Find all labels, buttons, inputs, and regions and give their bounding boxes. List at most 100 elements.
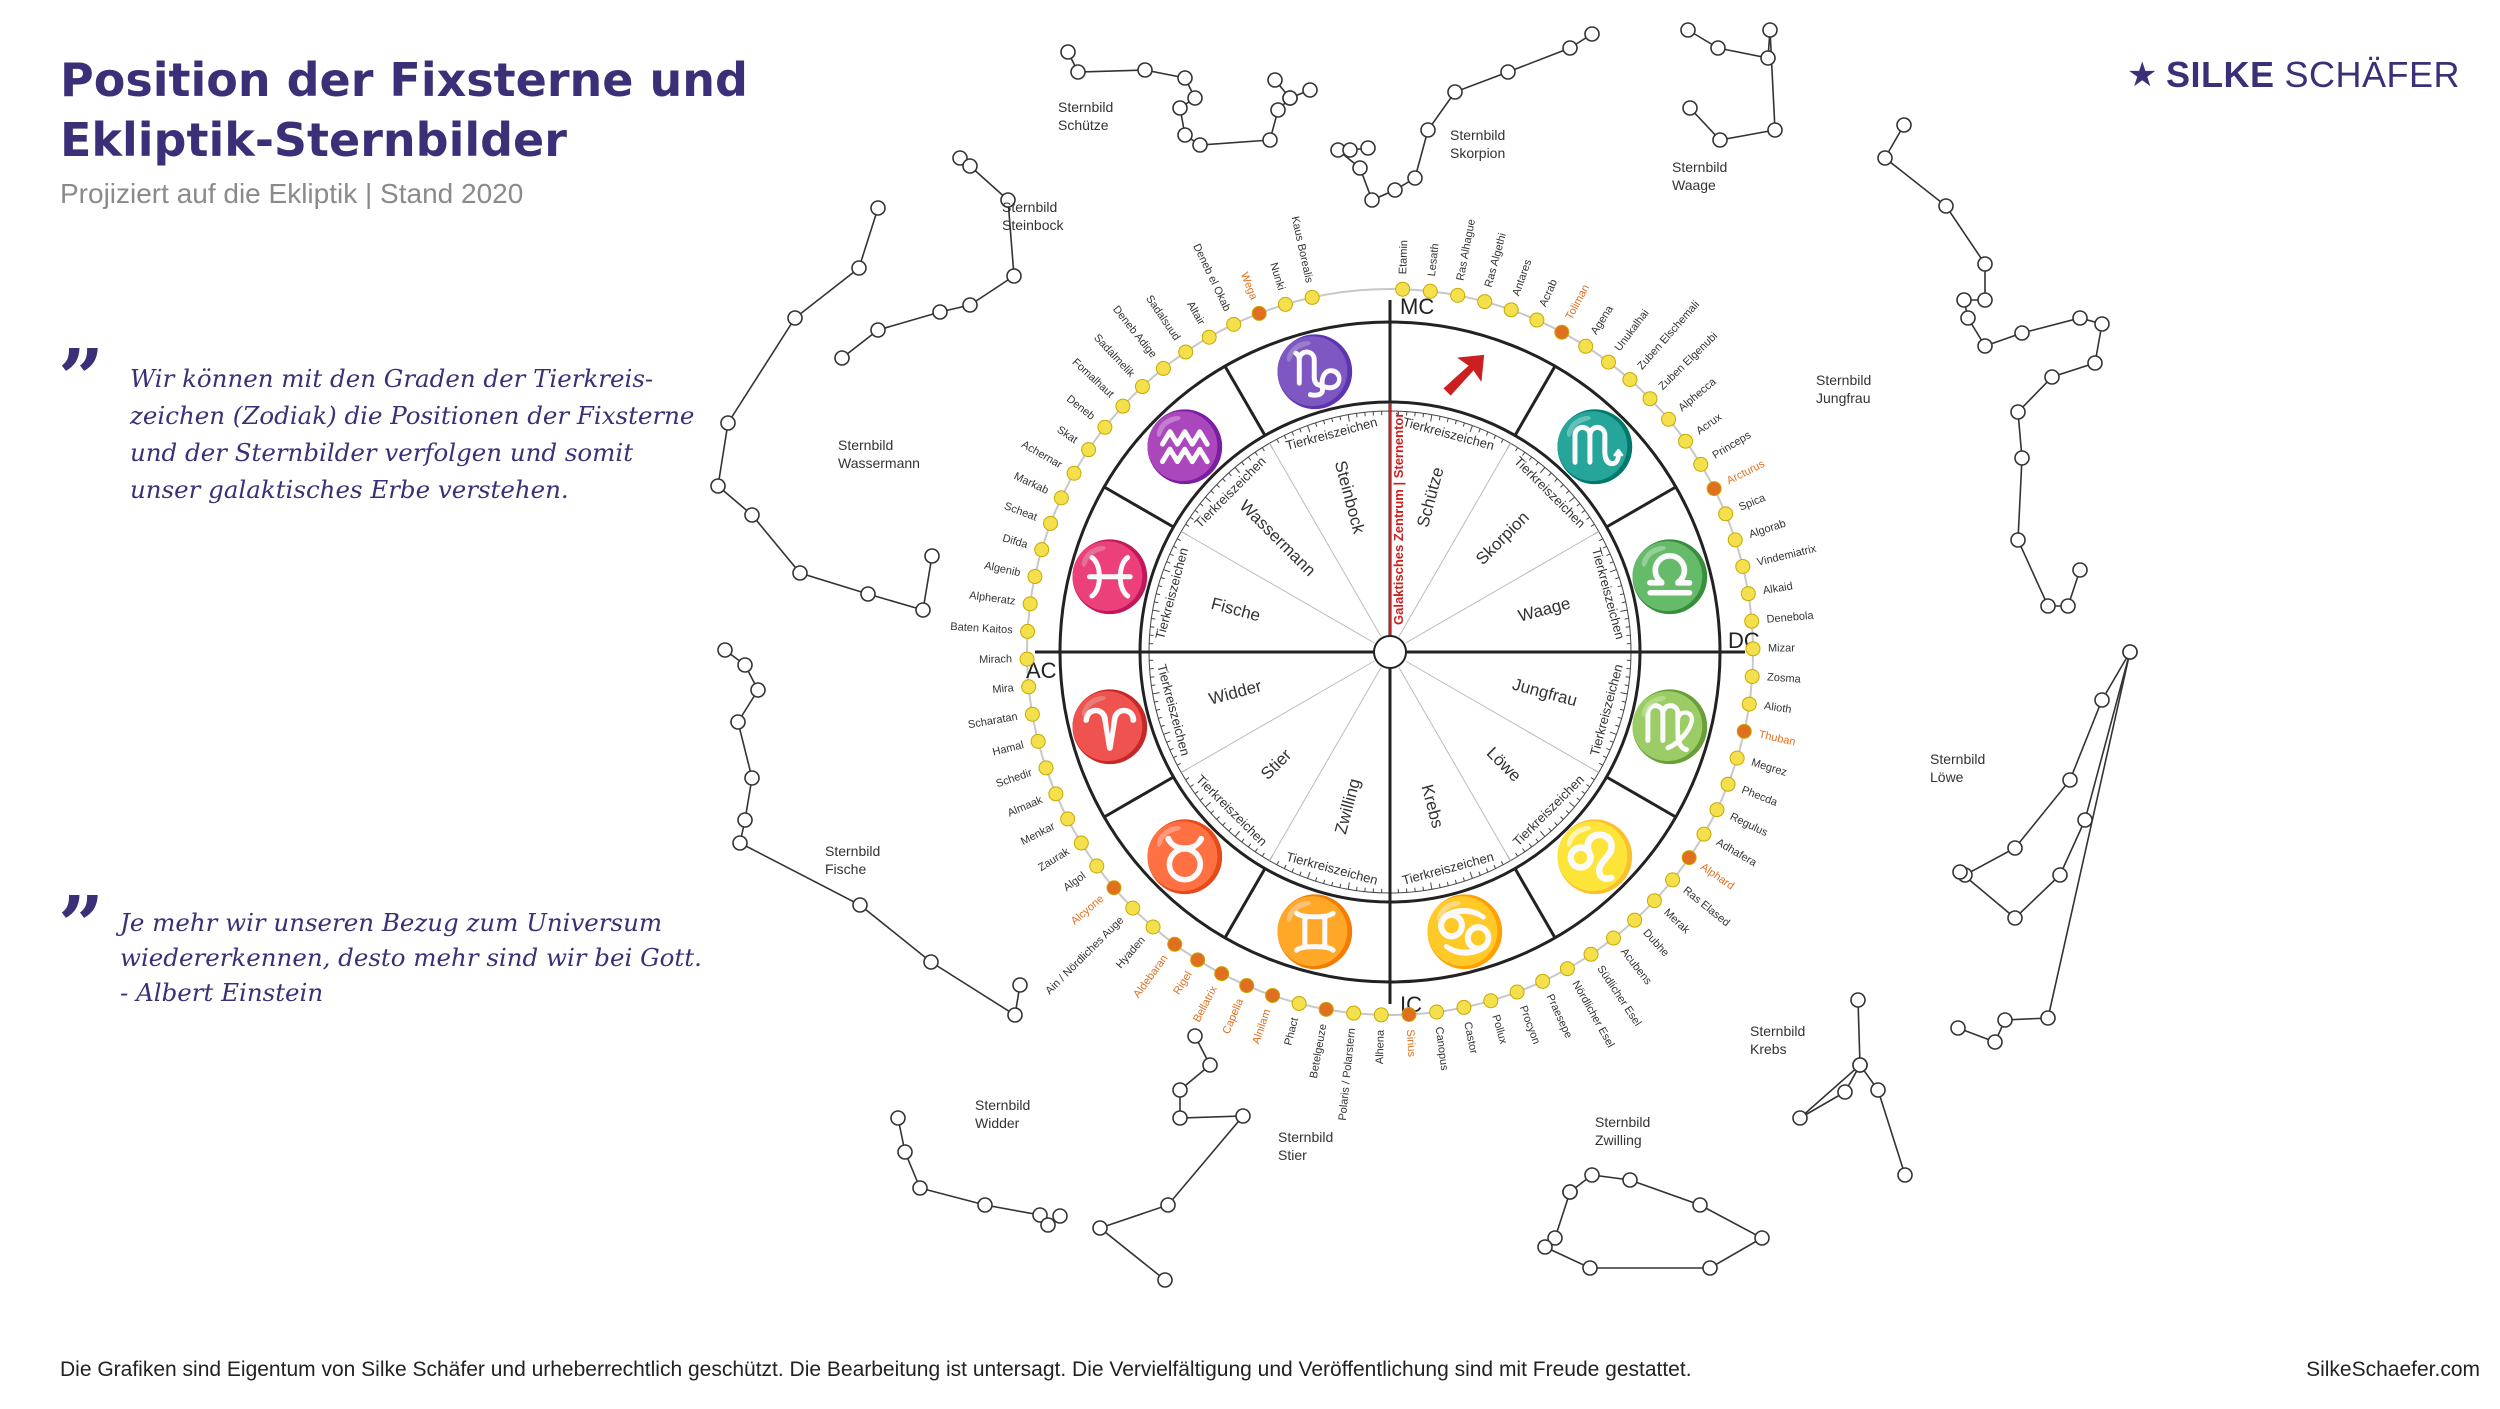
constellation-label: Sternbild (825, 843, 880, 859)
degree-tick (1169, 553, 1174, 557)
fixed-star-label: Vindemiatrix (1756, 543, 1818, 569)
fixed-star-label: Scheat (1002, 500, 1038, 523)
degree-tick (1462, 877, 1465, 882)
fixed-star-dot (1089, 858, 1105, 874)
constellation-label: Sternbild (1450, 127, 1505, 143)
constellation-star (2010, 532, 2026, 548)
fixed-star-dot (1030, 733, 1046, 749)
fixed-star-label: Achernar (1019, 439, 1064, 472)
degree-tick (1163, 731, 1171, 735)
fixed-star-dot (1097, 419, 1113, 435)
fixed-star-dot (1529, 312, 1545, 328)
constellation-star (923, 954, 939, 970)
constellation-star (1760, 50, 1776, 66)
fixed-star-dot (1265, 987, 1281, 1003)
constellation-star (932, 304, 948, 320)
fixed-star-dot (1134, 379, 1150, 395)
degree-tick (1276, 438, 1280, 443)
constellation-star (1537, 1239, 1553, 1255)
degree-tick (1160, 724, 1165, 727)
constellation-star (2014, 450, 2030, 466)
constellation-label: Wassermann (838, 455, 920, 471)
constellation-star (924, 548, 940, 564)
degree-tick (1609, 731, 1617, 735)
degree-tick (1323, 879, 1326, 884)
degree-tick (1560, 816, 1564, 820)
constellation-line (1687, 29, 1776, 141)
footer-url[interactable]: SilkeSchaefer.com (2306, 1358, 2480, 1381)
constellation-star (2094, 692, 2110, 708)
fixed-star-dot (1201, 329, 1217, 345)
degree-tick (1478, 871, 1481, 876)
degree-tick (1247, 456, 1252, 461)
constellation-star (1282, 90, 1298, 106)
fixed-star-label: Rigel (1171, 969, 1194, 997)
fixed-star-dot (1304, 289, 1320, 305)
fixed-star-label: Ras Alhague (1455, 218, 1478, 282)
degree-tick (1565, 810, 1570, 814)
fixed-star-label: Ras Algethi (1483, 232, 1509, 289)
fixed-star-dot (1081, 442, 1097, 458)
degree-tick (1586, 516, 1591, 520)
fixed-star-label: Agena (1589, 303, 1617, 337)
degree-tick (1430, 882, 1433, 890)
constellation-star (2094, 316, 2110, 332)
fixed-star-label: Spica (1737, 492, 1768, 514)
degree-tick (1540, 830, 1546, 837)
fixed-star-label: Alpheratz (968, 590, 1016, 608)
degree-tick (1189, 516, 1194, 520)
fixed-star-label: Hamal (991, 739, 1025, 758)
degree-tick (1216, 484, 1220, 488)
degree-tick (1619, 708, 1624, 711)
fixed-star-dot (1226, 316, 1242, 332)
constellation-star (1420, 122, 1436, 138)
degree-tick (1469, 871, 1473, 879)
fixed-star-label: Difda (1001, 532, 1030, 551)
star-icon: ★ (2126, 56, 2158, 94)
constellation-line (1883, 124, 2103, 607)
fixed-star-dot (1706, 481, 1722, 497)
constellation-star (1157, 1272, 1173, 1288)
degree-tick (1581, 509, 1586, 514)
brand-bold: SILKE (2165, 54, 2275, 95)
constellation-label: Widder (975, 1115, 1020, 1131)
constellation-star (2052, 867, 2068, 883)
constellation-star (1262, 132, 1278, 148)
constellation-star (1192, 137, 1208, 153)
scorpio-glyph: ♏ (1553, 408, 1638, 485)
inner-spoke (1398, 443, 1511, 637)
degree-tick (1581, 790, 1586, 795)
fixed-star-dot (1665, 872, 1681, 888)
fixed-star-dot (1696, 826, 1712, 842)
degree-tick (1615, 577, 1620, 580)
constellation-line (1543, 1174, 1764, 1269)
degree-tick (1621, 700, 1626, 703)
constellation-star (1767, 122, 1783, 138)
constellation-star (1172, 100, 1188, 116)
constellation-star (1007, 1007, 1023, 1023)
fixed-star-label: Arcturus (1725, 458, 1767, 487)
leo-glyph: ♌ (1553, 818, 1638, 895)
constellation-star (1172, 1082, 1188, 1098)
sector-divider (1103, 775, 1175, 819)
fixed-star-dot (1735, 558, 1751, 574)
footer-copyright: Die Grafiken sind Eigentum von Silke Sch… (60, 1358, 1692, 1381)
fixed-star-dot (1456, 999, 1472, 1015)
quote-line: - Albert Einstein (120, 978, 324, 1007)
constellation-star (870, 200, 886, 216)
degree-tick (1609, 561, 1614, 564)
constellation-star (962, 297, 978, 313)
degree-tick (1548, 472, 1552, 477)
zodiac-wheel: SchützeTierkreiszeichenSkorpionTierkreis… (950, 215, 1818, 1121)
sector-divider (1605, 485, 1677, 529)
degree-tick (1234, 467, 1240, 474)
constellation-star (1235, 1108, 1251, 1124)
constellation-star (1692, 1197, 1708, 1213)
brand-regular: SCHÄFER (2284, 54, 2460, 95)
degree-tick (1576, 503, 1581, 507)
fixed-star-label: Mira (992, 682, 1015, 696)
fixed-star-label: Alioth (1763, 700, 1792, 716)
constellation-star (792, 565, 808, 581)
constellation-star (1000, 192, 1016, 208)
fixed-star-dot (1429, 1004, 1445, 1020)
